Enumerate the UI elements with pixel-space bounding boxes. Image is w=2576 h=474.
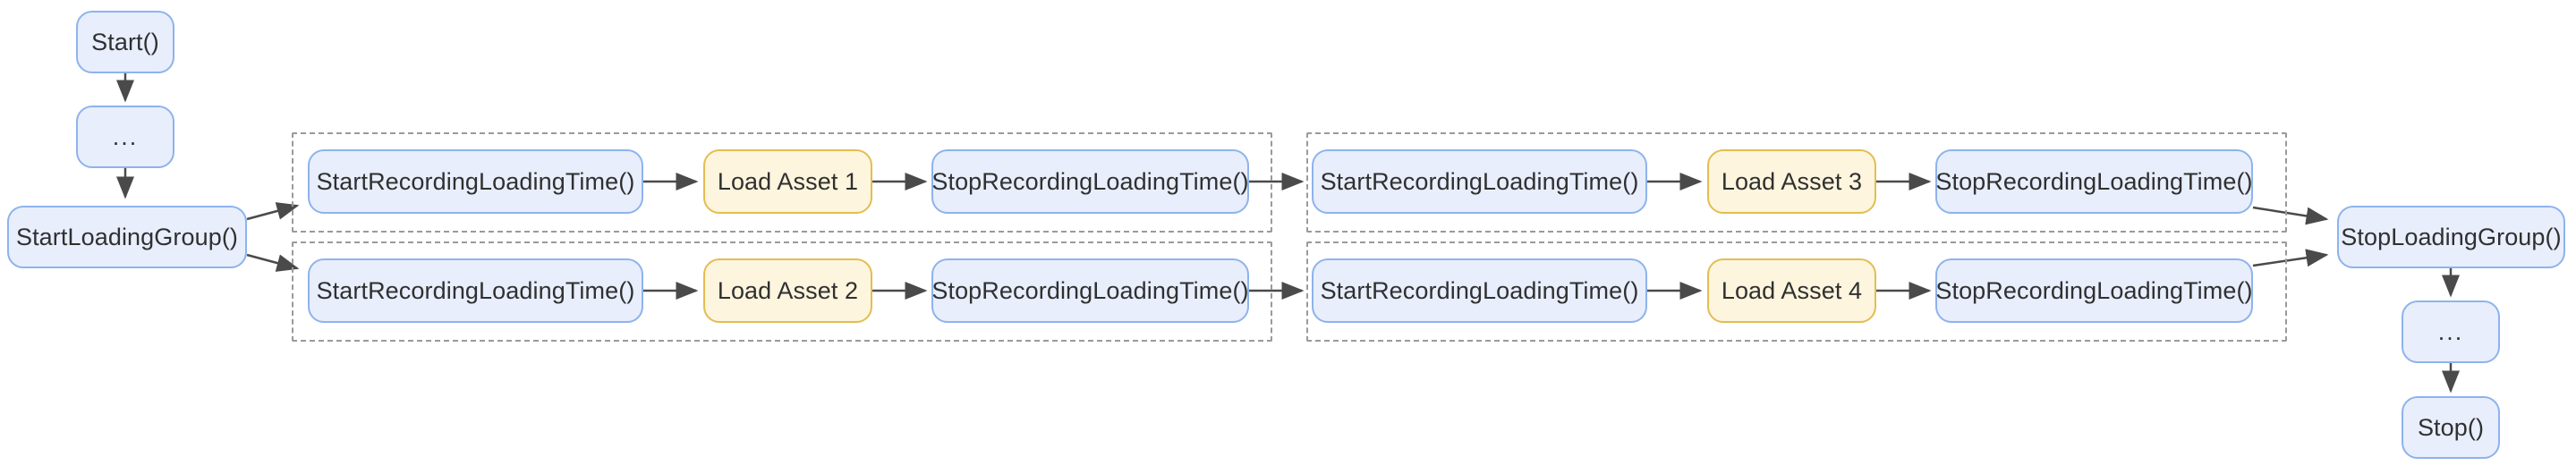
node-g1-lane2-load-asset[interactable]: Load Asset 2 — [703, 258, 872, 323]
node-g1-lane2-load-asset-label: Load Asset 2 — [717, 276, 859, 304]
node-g2-lane1-load-asset[interactable]: Load Asset 3 — [1707, 149, 1876, 214]
node-g2-lane2-load-asset[interactable]: Load Asset 4 — [1707, 258, 1876, 323]
node-g2-lane1-start-recording-label: StartRecordingLoadingTime() — [1320, 167, 1639, 195]
node-g2-lane1-stop-recording[interactable]: StopRecordingLoadingTime() — [1935, 149, 2253, 214]
node-g1-lane1-stop-recording[interactable]: StopRecordingLoadingTime() — [931, 149, 1249, 214]
node-ellipsis-bottom-label: ... — [2437, 317, 2464, 345]
node-g1-lane1-load-asset-label: Load Asset 1 — [717, 167, 859, 195]
node-g1-lane2-start-recording[interactable]: StartRecordingLoadingTime() — [308, 258, 643, 323]
node-g1-lane2-stop-recording[interactable]: StopRecordingLoadingTime() — [931, 258, 1249, 323]
edge-slg-to-lane1 — [246, 202, 300, 221]
node-stop-loading-group-label: StopLoadingGroup() — [2341, 223, 2562, 250]
node-g1-lane1-start-recording[interactable]: StartRecordingLoadingTime() — [308, 149, 643, 214]
node-g2-lane1-start-recording[interactable]: StartRecordingLoadingTime() — [1312, 149, 1647, 214]
node-g1-lane1-start-recording-label: StartRecordingLoadingTime() — [316, 167, 635, 195]
node-g2-lane2-stop-recording-label: StopRecordingLoadingTime() — [1935, 276, 2253, 304]
subgraph-group-2-lane-1 — [1306, 132, 2287, 233]
node-g1-lane2-stop-recording-label: StopRecordingLoadingTime() — [931, 276, 1249, 304]
node-start[interactable]: Start() — [76, 11, 174, 73]
node-ellipsis-bottom[interactable]: ... — [2402, 300, 2500, 363]
node-g2-lane2-start-recording-label: StartRecordingLoadingTime() — [1320, 276, 1639, 304]
node-g2-lane2-stop-recording[interactable]: StopRecordingLoadingTime() — [1935, 258, 2253, 323]
node-g1-lane1-load-asset[interactable]: Load Asset 1 — [703, 149, 872, 214]
node-g1-lane1-stop-recording-label: StopRecordingLoadingTime() — [931, 167, 1249, 195]
subgraph-group-2-lane-2 — [1306, 241, 2287, 342]
node-start-loading-group[interactable]: StartLoadingGroup() — [7, 206, 247, 268]
node-start-loading-group-label: StartLoadingGroup() — [15, 223, 239, 250]
node-stop-label: Stop() — [2417, 413, 2485, 441]
node-g2-lane2-start-recording[interactable]: StartRecordingLoadingTime() — [1312, 258, 1647, 323]
node-g2-lane1-stop-recording-label: StopRecordingLoadingTime() — [1935, 167, 2253, 195]
node-stop-loading-group[interactable]: StopLoadingGroup() — [2337, 206, 2565, 268]
node-ellipsis-top-label: ... — [112, 123, 139, 150]
node-ellipsis-top[interactable]: ... — [76, 106, 174, 168]
node-start-label: Start() — [91, 28, 159, 55]
edge-slg-to-lane2 — [246, 253, 300, 272]
node-g1-lane2-start-recording-label: StartRecordingLoadingTime() — [316, 276, 635, 304]
node-g2-lane2-load-asset-label: Load Asset 4 — [1721, 276, 1863, 304]
node-stop[interactable]: Stop() — [2402, 396, 2500, 459]
node-g2-lane1-load-asset-label: Load Asset 3 — [1721, 167, 1863, 195]
